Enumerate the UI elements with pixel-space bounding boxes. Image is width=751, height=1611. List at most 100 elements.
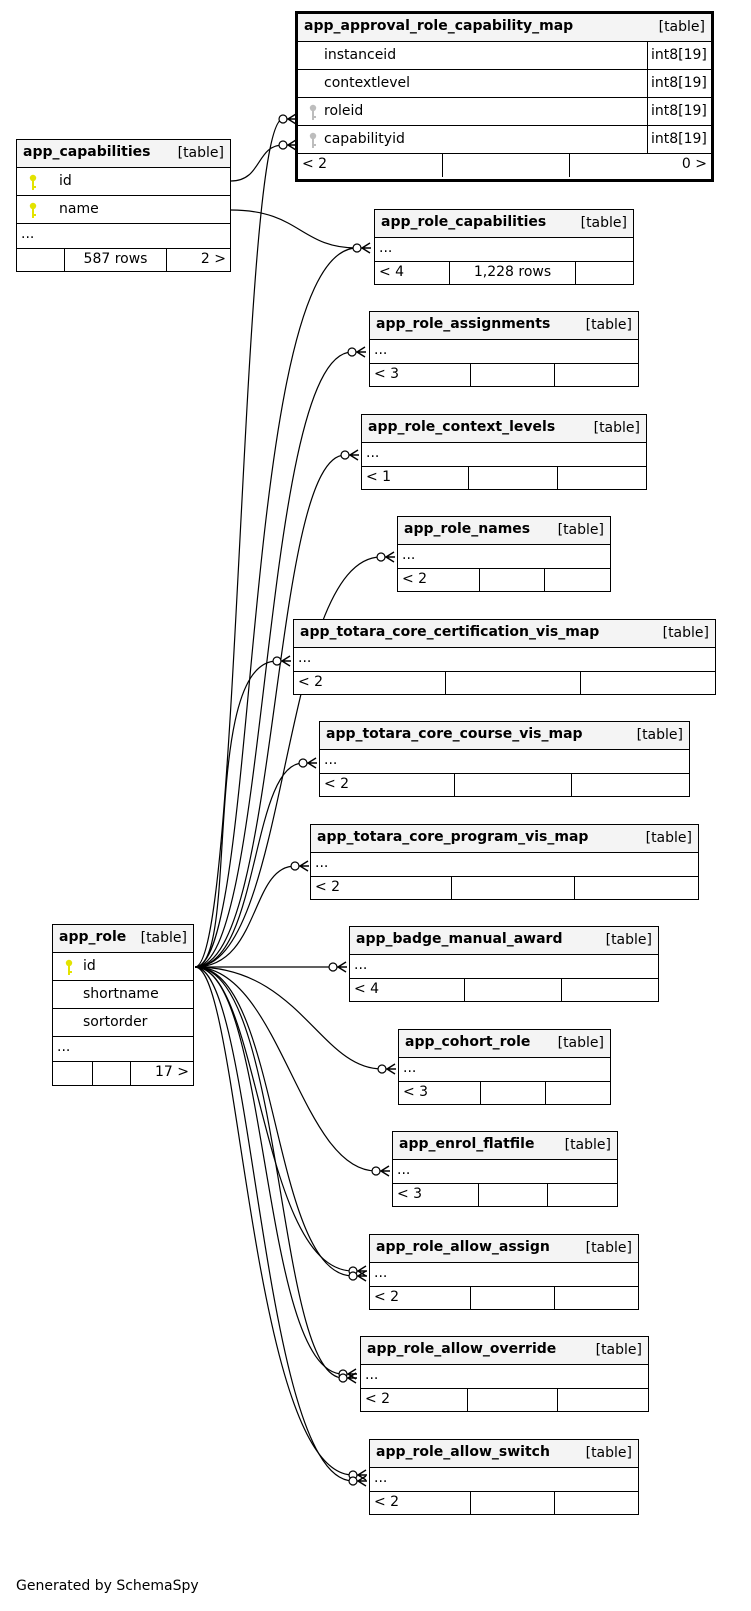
children-count[interactable]: 17 >: [155, 1064, 189, 1080]
children-count[interactable]: [562, 979, 658, 1002]
children-count[interactable]: [575, 877, 698, 900]
parents-count[interactable]: < 2: [294, 672, 446, 695]
table-app-enrol-flatfile[interactable]: app_enrol_flatfile[table] ... < 3: [392, 1131, 618, 1207]
table-app-totara-core-course-vis-map[interactable]: app_totara_core_course_vis_map[table] ..…: [319, 721, 690, 797]
table-title[interactable]: app_approval_role_capability_map: [304, 18, 574, 34]
table-app-totara-core-certification-vis-map[interactable]: app_totara_core_certification_vis_map [ta…: [293, 619, 716, 695]
table-app-role-allow-assign[interactable]: app_role_allow_assign[table] ... < 2: [369, 1234, 639, 1310]
table-type: [table]: [593, 420, 640, 436]
table-app-role[interactable]: app_role[table] id shortname sortorder .…: [52, 924, 194, 1086]
parents-count[interactable]: < 2: [298, 154, 443, 177]
children-count[interactable]: [555, 364, 638, 387]
table-app-approval-role-capability-map[interactable]: app_approval_role_capability_map[table] …: [295, 11, 714, 182]
crows-foot-marker-13: [348, 1270, 367, 1282]
table-title[interactable]: app_role_context_levels: [368, 419, 556, 435]
relationship-line-app-role-id-to-role-names: [194, 556, 382, 968]
table-app-badge-manual-award[interactable]: app_badge_manual_award[table] ... < 4: [349, 926, 659, 1002]
table-title[interactable]: app_role: [59, 929, 127, 945]
table-app-cohort-role[interactable]: app_cohort_role[table] ... < 3: [398, 1029, 611, 1105]
children-count[interactable]: 2 >: [200, 251, 226, 267]
crows-foot-marker-4: [340, 449, 359, 461]
children-count[interactable]: [555, 1287, 638, 1310]
generated-by-label: Generated by SchemaSpy: [16, 1578, 199, 1594]
parents-count[interactable]: < 1: [362, 467, 469, 490]
table-title[interactable]: app_role_names: [404, 521, 531, 537]
parents-count[interactable]: < 2: [370, 1287, 471, 1310]
table-app-role-allow-override[interactable]: app_role_allow_override[table] ... < 2: [360, 1336, 649, 1412]
parents-count[interactable]: < 3: [370, 364, 471, 387]
children-count[interactable]: [546, 1082, 610, 1105]
table-title[interactable]: app_totara_core_certification_vis_map: [300, 624, 600, 640]
table-type: [table]: [662, 625, 709, 641]
table-title[interactable]: app_enrol_flatfile: [399, 1136, 535, 1152]
parents-count[interactable]: < 2: [311, 877, 452, 900]
table-title[interactable]: app_role_assignments: [376, 316, 551, 332]
table-type: [table]: [645, 830, 692, 846]
children-count[interactable]: [558, 467, 646, 490]
parents-count[interactable]: [53, 1062, 93, 1085]
children-count[interactable]: [581, 672, 715, 695]
parents-count[interactable]: < 2: [398, 569, 480, 592]
table-app-totara-core-program-vis-map[interactable]: app_totara_core_program_vis_map[table] .…: [310, 824, 699, 900]
table-type: [table]: [585, 1445, 632, 1461]
table-app-role-assignments[interactable]: app_role_assignments[table] ... < 3: [369, 311, 639, 387]
column-name: shortname: [83, 986, 159, 1002]
table-title[interactable]: app_totara_core_course_vis_map: [326, 726, 583, 742]
table-app-role-names[interactable]: app_role_names[table] ... < 2: [397, 516, 611, 592]
primary-key-icon: [29, 174, 37, 190]
relationship-line-app-capabilities-id-to-approval-capabilityid: [230, 144, 284, 182]
column-row[interactable]: shortname: [53, 981, 193, 1009]
relationship-line-app-role-id-to-approval-roleid: [194, 118, 284, 968]
column-row[interactable]: id: [17, 168, 230, 196]
table-app-role-context-levels[interactable]: app_role_context_levels[table] ... < 1: [361, 414, 647, 490]
column-name: id: [59, 173, 72, 189]
table-title[interactable]: app_totara_core_program_vis_map: [317, 829, 589, 845]
relationship-line-app-capabilities-name-to-role-capabilities: [230, 209, 358, 249]
table-type: [table]: [557, 522, 604, 538]
children-count[interactable]: [576, 262, 633, 285]
table-title[interactable]: app_role_capabilities: [381, 214, 547, 230]
table-title[interactable]: app_role_allow_assign: [376, 1239, 550, 1255]
children-count[interactable]: 0 >: [681, 156, 707, 172]
parents-count[interactable]: < 3: [393, 1184, 479, 1207]
foreign-key-icon: [309, 104, 317, 120]
parents-count[interactable]: [17, 249, 65, 272]
more-columns: ...: [370, 1468, 638, 1492]
table-title[interactable]: app_cohort_role: [405, 1034, 531, 1050]
column-row[interactable]: id: [53, 953, 193, 981]
row-count: [446, 672, 581, 695]
table-title[interactable]: app_badge_manual_award: [356, 931, 563, 947]
relationship-line-app-role-id-to-role-capabilities: [194, 247, 358, 968]
more-columns: ...: [350, 955, 658, 979]
children-count[interactable]: [558, 1389, 648, 1412]
parents-count[interactable]: < 3: [399, 1082, 481, 1105]
parents-count[interactable]: < 2: [370, 1492, 471, 1515]
more-columns: ...: [294, 648, 715, 672]
table-type: [table]: [595, 1342, 642, 1358]
column-row[interactable]: sortorder: [53, 1009, 193, 1037]
row-count: [479, 1184, 548, 1207]
table-title[interactable]: app_role_allow_override: [367, 1341, 557, 1357]
table-app-role-allow-switch[interactable]: app_role_allow_switch [table] ... < 2: [369, 1439, 639, 1515]
parents-count[interactable]: < 4: [350, 979, 465, 1002]
table-title[interactable]: app_role_allow_switch: [376, 1444, 550, 1460]
children-count[interactable]: [572, 774, 689, 797]
table-app-capabilities[interactable]: app_capabilities[table] id name ... 587 …: [16, 139, 231, 272]
primary-key-icon: [65, 959, 73, 975]
row-count: 1,228 rows: [450, 262, 576, 285]
parents-count[interactable]: < 2: [361, 1389, 468, 1412]
row-count: [480, 569, 545, 592]
column-row[interactable]: name: [17, 196, 230, 224]
children-count[interactable]: [545, 569, 610, 592]
parents-count[interactable]: < 4: [375, 262, 450, 285]
table-title[interactable]: app_capabilities: [23, 144, 151, 160]
children-count[interactable]: [555, 1492, 638, 1515]
children-count[interactable]: [548, 1184, 617, 1207]
more-columns: ...: [320, 750, 689, 774]
parents-count[interactable]: < 2: [320, 774, 455, 797]
